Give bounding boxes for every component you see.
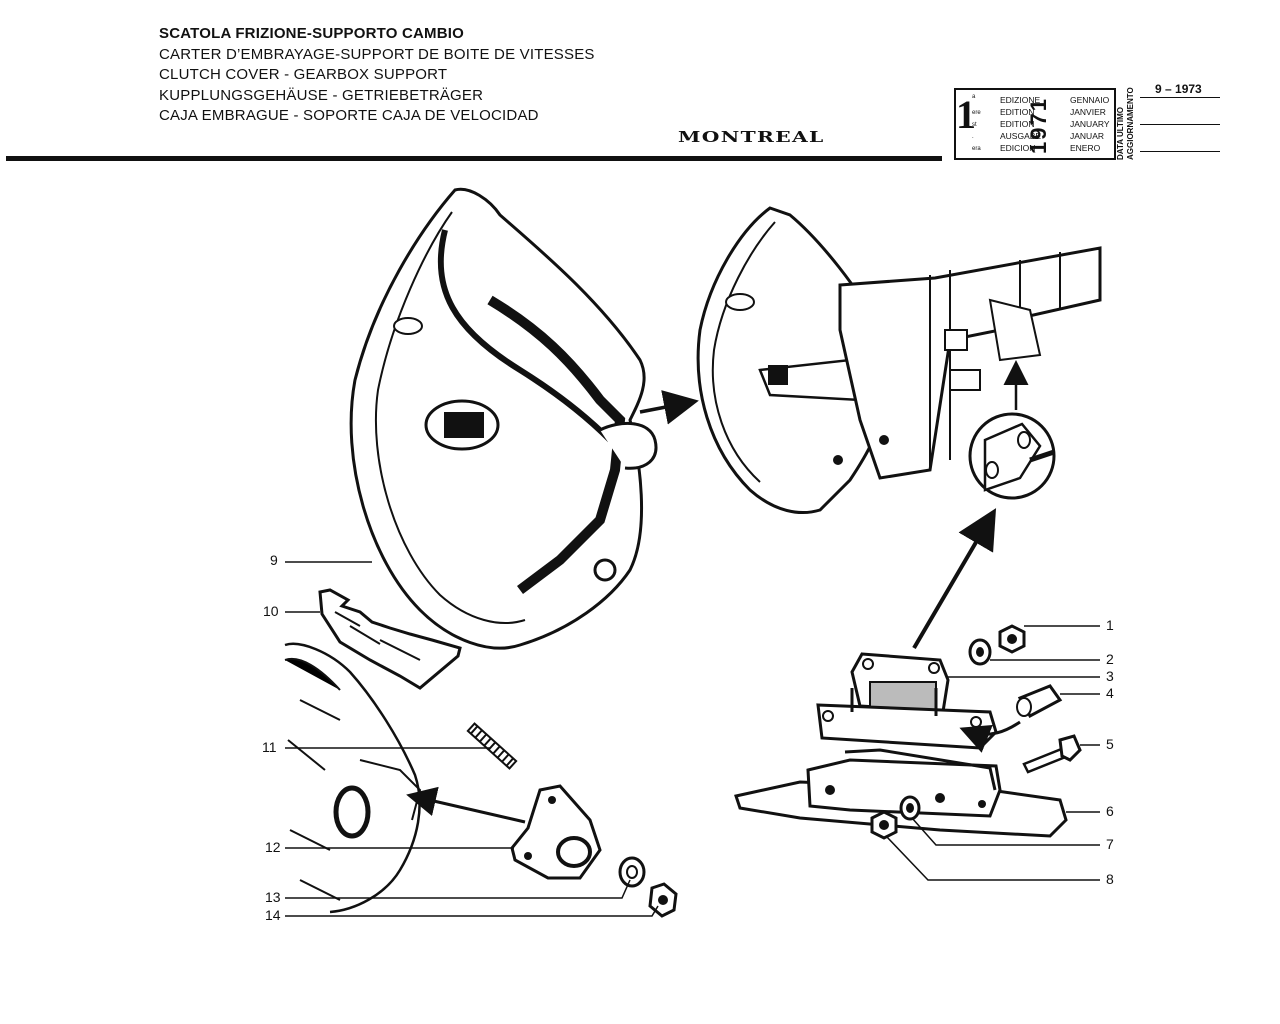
edition-suffix: ere xyxy=(972,110,981,116)
clutch-cover-housing xyxy=(349,187,658,650)
edition-month: JANUARY xyxy=(1070,119,1110,129)
update-date-line xyxy=(1140,97,1220,98)
callout-label: 12 xyxy=(265,839,281,855)
edition-word: AUSGABE xyxy=(1000,131,1042,141)
leader-lines xyxy=(285,561,1100,917)
engine-housing-fragment xyxy=(284,642,422,914)
edition-suffix: a xyxy=(972,94,976,100)
assembly-arrow xyxy=(639,390,699,425)
title-block: SCATOLA FRIZIONE-SUPPORTO CAMBIO CARTER … xyxy=(159,24,595,127)
callout-label: 2 xyxy=(1106,651,1114,667)
brand-logo: MONTREAL xyxy=(678,128,825,146)
edition-number: 1 xyxy=(956,92,976,137)
title-spanish: CAJA EMBRAGUE - SOPORTE CAJA DE VELOCIDA… xyxy=(159,107,539,124)
title-french: CARTER D’EMBRAYAGE-SUPPORT DE BOITE DE V… xyxy=(159,45,595,63)
spacer-bushing-4 xyxy=(1016,684,1063,719)
callout-label: 9 xyxy=(270,552,278,568)
update-date-line xyxy=(1140,124,1220,125)
support-bracket xyxy=(510,784,602,880)
gearbox-support-bracket xyxy=(734,748,1068,838)
callout-label: 6 xyxy=(1106,803,1114,819)
title-german: KUPPLUNGSGEHÄUSE - GETRIEBETRÄGER xyxy=(159,86,484,104)
washer-13 xyxy=(618,856,646,888)
edition-word: EDIZIONE xyxy=(1000,95,1041,105)
assembly-arrow xyxy=(959,720,1021,753)
washer-7 xyxy=(899,795,921,821)
nut-8 xyxy=(870,810,898,840)
edition-month: ENERO xyxy=(1070,143,1101,153)
nut-1 xyxy=(998,624,1026,654)
callout-label: 1 xyxy=(1106,617,1114,633)
stud-bolt xyxy=(466,722,518,770)
title-english: CLUTCH COVER - GEARBOX SUPPORT xyxy=(159,66,448,83)
title-italian: SCATOLA FRIZIONE-SUPPORTO CAMBIO xyxy=(159,25,465,42)
callout-label: 3 xyxy=(1106,668,1114,684)
washer-2 xyxy=(968,638,992,666)
callout-label: 14 xyxy=(265,907,281,923)
edition-suffix: . xyxy=(972,134,974,140)
edition-months: GENNAIO JANVIER JANUARY JANUAR ENERO xyxy=(1070,94,1110,154)
edition-suffix: st xyxy=(972,122,977,128)
edition-words: EDIZIONE EDITION EDITION AUSGABE EDICION xyxy=(1000,94,1041,154)
guard-plate xyxy=(318,588,462,690)
callout-label: 7 xyxy=(1106,836,1114,852)
callout-label: 11 xyxy=(262,739,277,755)
rubber-mount xyxy=(816,652,998,750)
edition-month: GENNAIO xyxy=(1070,95,1110,105)
update-date: 9 – 1973 xyxy=(1155,82,1202,96)
update-date-line xyxy=(1140,151,1220,152)
edition-word: EDITION xyxy=(1000,119,1035,129)
edition-month: JANVIER xyxy=(1070,107,1106,117)
nut-14 xyxy=(648,882,678,918)
callout-label: 5 xyxy=(1106,736,1114,752)
edition-word: EDICION xyxy=(1000,143,1036,153)
edition-month: JANUAR xyxy=(1070,131,1105,141)
callout-label: 10 xyxy=(263,603,279,619)
assembly-arrow xyxy=(406,786,526,824)
bolt-5 xyxy=(1022,734,1082,774)
edition-box xyxy=(954,88,1116,160)
assembly-arrow xyxy=(912,508,997,650)
detail-circle xyxy=(968,412,1056,500)
edition-word: EDITION xyxy=(1000,107,1035,117)
callout-label: 8 xyxy=(1106,871,1114,887)
edition-suffix: era xyxy=(972,146,981,152)
callout-label: 4 xyxy=(1106,685,1114,701)
callout-label: 13 xyxy=(265,889,281,905)
header-rule xyxy=(6,156,942,161)
gearbox-assembly xyxy=(696,206,1102,514)
